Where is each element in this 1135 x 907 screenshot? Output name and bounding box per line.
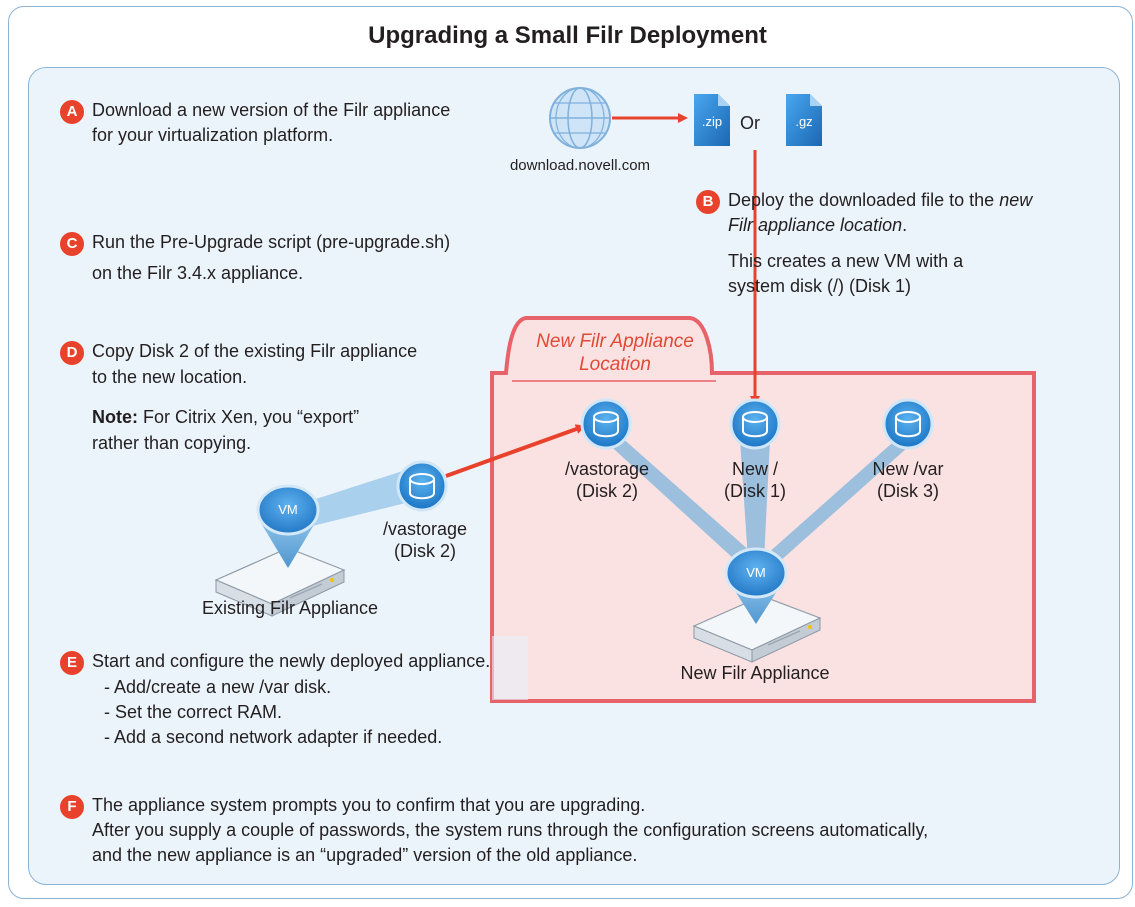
new-vm-label: VM	[746, 565, 766, 580]
new-root-number: (Disk 1)	[724, 481, 786, 501]
new-vastorage-number: (Disk 2)	[576, 481, 638, 501]
step-d-line2: to the new location.	[92, 367, 248, 387]
step-b-line2-emphasis: Filr appliance location	[728, 215, 903, 235]
new-vastorage-disk	[580, 398, 632, 450]
new-location-label: New Filr Appliance Location	[520, 330, 710, 376]
new-var-disk	[882, 398, 934, 450]
step-c-line2: on the Filr 3.4.x appliance.	[92, 263, 304, 283]
new-root-label: New / (Disk 1)	[710, 458, 800, 502]
step-e-item-3: - Add a second network adapter if needed…	[104, 727, 443, 747]
gz-file-label: .gz	[795, 114, 813, 129]
step-f-line3: and the new appliance is an “upgraded” v…	[92, 845, 638, 865]
step-c-badge: C	[60, 232, 84, 256]
diagram-title: Upgrading a Small Filr Deployment	[368, 22, 767, 49]
step-b-line3: This creates a new VM with a	[728, 251, 964, 271]
beam-to-vastorage	[604, 436, 760, 570]
step-f-line1: The appliance system prompts you to conf…	[92, 795, 646, 815]
new-var-number: (Disk 3)	[877, 481, 939, 501]
zip-file-icon	[694, 94, 730, 146]
step-e-item-2: - Set the correct RAM.	[104, 702, 283, 722]
globe-icon	[549, 87, 611, 149]
new-var-label: New /var (Disk 3)	[858, 458, 958, 502]
step-a-line1: Download a new version of the Filr appli…	[92, 100, 451, 120]
new-var-name: New /var	[872, 459, 944, 479]
step-d-line1: Copy Disk 2 of the existing Filr applian…	[92, 341, 418, 361]
step-b-line2-tail: .	[902, 215, 908, 235]
highlight-strip	[492, 636, 528, 700]
beam-to-var	[758, 436, 916, 570]
step-f-badge: F	[60, 795, 84, 819]
new-vastorage-label: /vastorage (Disk 2)	[552, 458, 662, 502]
new-location-line1: New Filr Appliance	[536, 331, 694, 352]
step-d-note: Note: For Citrix Xen, you “export”	[92, 406, 359, 429]
step-b-line2: Filr appliance location.	[728, 214, 907, 237]
new-root-disk	[729, 398, 781, 450]
beam-to-root	[740, 440, 770, 560]
new-appliance-server	[692, 547, 822, 663]
step-d-note-label: Note:	[92, 407, 138, 427]
step-e-line1: Start and configure the newly deployed a…	[92, 651, 491, 671]
step-c-line1: Run the Pre-Upgrade script (pre-upgrade.…	[92, 232, 451, 252]
existing-disk-label: /vastorage (Disk 2)	[370, 518, 480, 562]
step-a-line2: for your virtualization platform.	[92, 125, 334, 145]
step-b-line1: Deploy the downloaded file to the new	[728, 189, 1032, 212]
copy-disk-arrow	[445, 424, 586, 478]
new-vastorage-name: /vastorage	[564, 459, 650, 479]
step-d-note-line2: rather than copying.	[92, 433, 252, 453]
or-label: Or	[740, 113, 760, 133]
step-e-item-1: - Add/create a new /var disk.	[104, 677, 332, 697]
existing-disk-name: /vastorage	[382, 519, 468, 539]
step-f-line2: After you supply a couple of passwords, …	[92, 820, 929, 840]
step-d-badge: D	[60, 341, 84, 365]
existing-vastorage-disk	[396, 460, 448, 512]
step-b-line1-emphasis: new	[999, 190, 1033, 210]
existing-appliance-label: Existing Filr Appliance	[201, 598, 379, 618]
step-b-badge: B	[696, 190, 720, 214]
step-e-badge: E	[60, 651, 84, 675]
new-location-line2: Location	[579, 354, 651, 375]
step-b-line4: system disk (/) (Disk 1)	[728, 276, 912, 296]
existing-disk-number: (Disk 2)	[394, 541, 456, 561]
existing-vm-label: VM	[278, 502, 298, 517]
step-b-line1-text: Deploy the downloaded file to the	[728, 190, 1000, 210]
download-site-label: download.novell.com	[509, 157, 651, 174]
existing-appliance-server	[214, 484, 346, 617]
gz-file-icon	[786, 94, 822, 146]
step-d-note-text: For Citrix Xen, you “export”	[138, 407, 360, 427]
existing-connection-beam	[288, 466, 418, 530]
zip-file-label: .zip	[701, 114, 723, 129]
step-a-badge: A	[60, 100, 84, 124]
new-root-name: New /	[731, 459, 778, 479]
new-appliance-label: New Filr Appliance	[680, 663, 830, 683]
